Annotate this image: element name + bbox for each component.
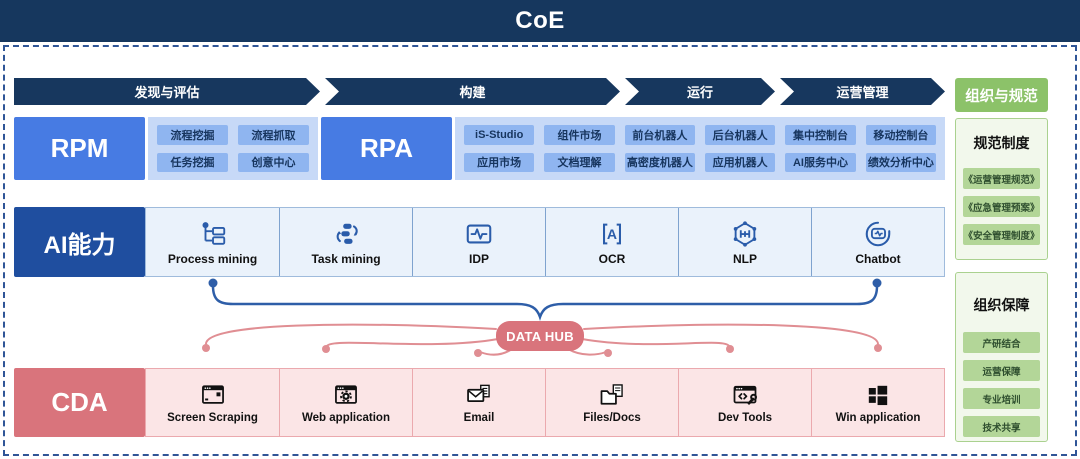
cda-row: Screen Scraping Web application Email — [145, 368, 945, 437]
dev-tools-icon — [733, 385, 757, 405]
cda-cell-label: Dev Tools — [717, 412, 773, 424]
svg-text:A: A — [607, 226, 617, 242]
standards-chip: 《应急管理预案》 — [963, 196, 1040, 217]
hub-curve-2 — [326, 338, 499, 347]
rpa-chip: 集中控制台 — [785, 125, 856, 145]
hub-curve-1 — [205, 323, 497, 345]
rpm-chip: 流程挖掘 — [157, 125, 228, 145]
rpa-chip: 绩效分析中心 — [865, 152, 936, 172]
rpa-chip: 后台机器人 — [705, 125, 776, 145]
rpa-chip: 应用机器人 — [705, 152, 776, 172]
org-support-chip: 技术共享 — [963, 416, 1040, 437]
rpa-chip: AI服务中心 — [785, 152, 856, 172]
cda-cell-email: Email — [412, 369, 545, 436]
stage-label: 运行 — [686, 85, 713, 100]
cda-label: CDA — [14, 368, 145, 437]
standards-chip: 《运营管理规范》 — [963, 168, 1040, 189]
org-support-panel: 组织保障 产研结合 运营保障 专业培训 技术共享 — [955, 272, 1048, 442]
ai-cell-process-mining: Process mining — [146, 208, 279, 276]
data-hub-badge: DATA HUB — [496, 321, 584, 351]
ocr-brackets-icon: A — [603, 223, 621, 244]
rpm-chip: 创意中心 — [238, 152, 309, 172]
rpa-chip: 文档理解 — [544, 152, 615, 172]
standards-panel-title: 规范制度 — [973, 135, 1030, 151]
org-support-chip: 运营保障 — [963, 360, 1040, 381]
cda-cell-label: Screen Scraping — [167, 412, 258, 424]
ai-cell-ocr: A OCR — [545, 208, 678, 276]
ai-cell-label: Chatbot — [855, 251, 901, 266]
header-bar: CoE — [0, 0, 1080, 42]
rpa-chip: 应用市场 — [464, 152, 535, 172]
hub-curve-6 — [583, 323, 879, 345]
standards-panel: 规范制度 《运营管理规范》 《应急管理预案》 《安全管理制度》 — [955, 118, 1048, 260]
brace-dot-right — [872, 278, 882, 288]
brace-dot-left — [208, 278, 218, 288]
rpm-chip-panel: 流程挖掘 流程抓取 任务挖掘 创意中心 — [148, 117, 318, 180]
blue-brace — [211, 284, 879, 321]
cda-cell-label: Win application — [835, 412, 921, 424]
pipeline-stage-build: 构建 — [325, 78, 620, 105]
pipeline-stage-operate: 运营管理 — [780, 78, 945, 105]
rpa-chip: 高密度机器人 — [624, 152, 695, 172]
pipeline-stage-discovery: 发现与评估 — [14, 78, 320, 105]
rpa-label: RPA — [321, 117, 452, 180]
files-docs-icon — [600, 384, 623, 405]
ai-cell-label: OCR — [598, 251, 626, 266]
rpm-chip: 任务挖掘 — [157, 152, 228, 172]
rpa-chip: 组件市场 — [544, 125, 615, 145]
stage-label: 发现与评估 — [134, 85, 200, 100]
dashed-frame — [3, 45, 1077, 456]
org-standards-header: 组织与规范 — [955, 78, 1048, 112]
ai-capability-label: AI能力 — [14, 207, 145, 277]
cda-cell-web-application: Web application — [279, 369, 412, 436]
cda-cell-label: Web application — [302, 412, 390, 424]
cda-cell-label: Files/Docs — [583, 412, 641, 424]
ai-cell-nlp: NLP — [678, 208, 811, 276]
screen-scraping-icon — [201, 385, 224, 404]
rpm-chip: 流程抓取 — [238, 125, 309, 145]
page-title: CoE — [515, 7, 565, 34]
rpa-chip: 移动控制台 — [865, 125, 936, 145]
ai-cell-label: Task mining — [311, 251, 381, 266]
ai-cell-label: IDP — [468, 251, 489, 266]
cda-cell-dev-tools: Dev Tools — [678, 369, 811, 436]
chatbot-icon — [865, 221, 891, 246]
email-icon — [467, 384, 490, 402]
task-mining-icon — [336, 223, 358, 244]
web-application-icon — [335, 385, 357, 404]
ai-cell-task-mining: Task mining — [279, 208, 412, 276]
hub-curve-5 — [581, 338, 730, 347]
connector-lines — [202, 278, 882, 357]
pipeline-stage-run: 运行 — [625, 78, 775, 105]
ai-cell-label: NLP — [733, 251, 757, 266]
standards-chip: 《安全管理制度》 — [963, 224, 1040, 245]
nlp-network-icon — [733, 220, 757, 247]
stage-label: 构建 — [459, 85, 486, 100]
idp-monitor-icon — [466, 224, 492, 243]
ai-cell-label: Process mining — [167, 251, 258, 266]
rpa-chip: iS-Studio — [464, 125, 535, 145]
pipeline: 发现与评估 构建 运行 运营管理 — [14, 78, 945, 105]
ai-cell-chatbot: Chatbot — [811, 208, 944, 276]
org-support-chip: 产研结合 — [963, 332, 1040, 353]
ai-capability-row: Process mining Task mining IDP — [145, 207, 945, 277]
rpa-chip: 前台机器人 — [624, 125, 695, 145]
cda-cell-files-docs: Files/Docs — [545, 369, 678, 436]
rpa-chip-panel: iS-Studio 组件市场 前台机器人 后台机器人 集中控制台 移动控制台 应… — [455, 117, 945, 180]
org-support-chip: 专业培训 — [963, 388, 1040, 409]
process-mining-icon — [202, 221, 225, 245]
cda-cell-screen-scraping: Screen Scraping — [146, 369, 279, 436]
cda-cell-win-application: Win application — [811, 369, 944, 436]
stage-label: 运营管理 — [836, 85, 889, 100]
win-application-icon — [868, 385, 888, 406]
cda-cell-label: Email — [463, 412, 495, 424]
rpm-label: RPM — [14, 117, 145, 180]
ai-cell-idp: IDP — [412, 208, 545, 276]
org-support-panel-title: 组织保障 — [973, 297, 1030, 313]
